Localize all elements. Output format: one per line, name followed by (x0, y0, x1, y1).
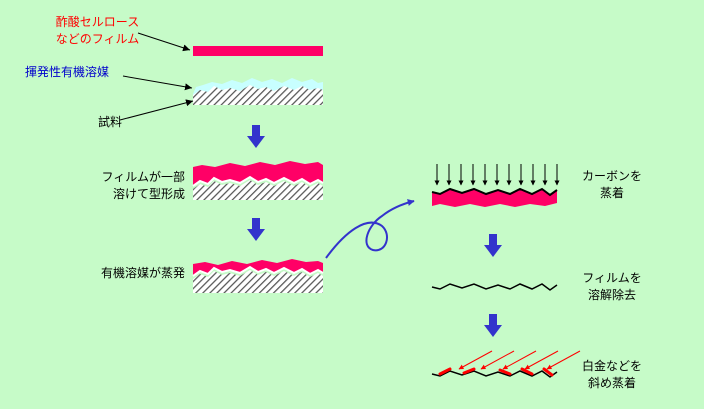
label-step3-text: 有機溶媒が蒸発 (100, 266, 185, 280)
pointer-solvent (122, 75, 193, 91)
down-arrow-icon (247, 125, 265, 148)
film-partially-dissolved (193, 161, 323, 186)
evaporation-arrows (434, 164, 560, 186)
diagonal-arrow-icon (502, 350, 537, 370)
solvent-thin-3 (192, 265, 324, 277)
carbon-replica (431, 283, 558, 291)
label-sample: 試料 (98, 114, 122, 131)
label-step2: フィルムが一部 溶けて型形成 (70, 169, 185, 203)
label-carbon-line1: カーボンを (581, 169, 642, 183)
label-film-line2: などのフィルム (55, 32, 140, 46)
label-carbon-line2: 蒸着 (599, 186, 624, 200)
down-arrow-icon (247, 218, 265, 241)
label-step3: 有機溶媒が蒸発 (70, 265, 185, 282)
sample-2 (193, 180, 323, 200)
label-sample-text: 試料 (98, 115, 123, 129)
label-film: 酢酸セルロース などのフィルム (40, 14, 155, 48)
pointer-film (137, 32, 191, 52)
oblique-arrows (458, 350, 581, 370)
curved-arrow-icon (325, 199, 415, 259)
label-step2-line1: フィルムが一部 (101, 170, 185, 184)
label-solvent-text: 揮発性有機溶媒 (25, 65, 110, 79)
down-arrow-icon (484, 314, 502, 337)
solvent-thin-2 (192, 175, 324, 187)
platinum-deposits (438, 367, 554, 377)
film-mold (193, 259, 323, 276)
carbon-layer (431, 187, 558, 197)
down-arrow-icon (484, 234, 502, 257)
label-dissolve: フィルムを 溶解除去 (572, 270, 652, 304)
label-carbon: カーボンを 蒸着 (572, 168, 652, 202)
diagonal-arrow-icon (458, 350, 493, 370)
label-dissolve-line1: フィルムを (582, 271, 642, 285)
label-shadow: 白金などを 斜め蒸着 (572, 358, 652, 392)
film-strip (193, 46, 323, 56)
diagonal-arrow-icon (546, 350, 581, 370)
label-shadow-line1: 白金などを (581, 359, 642, 373)
label-film-line1: 酢酸セルロース (55, 15, 140, 29)
label-shadow-line2: 斜め蒸着 (587, 376, 636, 390)
label-step2-line2: 溶けて型形成 (112, 187, 185, 201)
label-dissolve-line2: 溶解除去 (587, 288, 636, 302)
diagonal-arrow-icon (524, 350, 559, 370)
shadowed-replica (431, 370, 558, 378)
label-solvent: 揮発性有機溶媒 (25, 64, 109, 81)
diagonal-arrow-icon (480, 350, 515, 370)
sample-1 (193, 85, 323, 105)
sample-3 (193, 270, 323, 293)
pointer-sample (119, 99, 194, 121)
